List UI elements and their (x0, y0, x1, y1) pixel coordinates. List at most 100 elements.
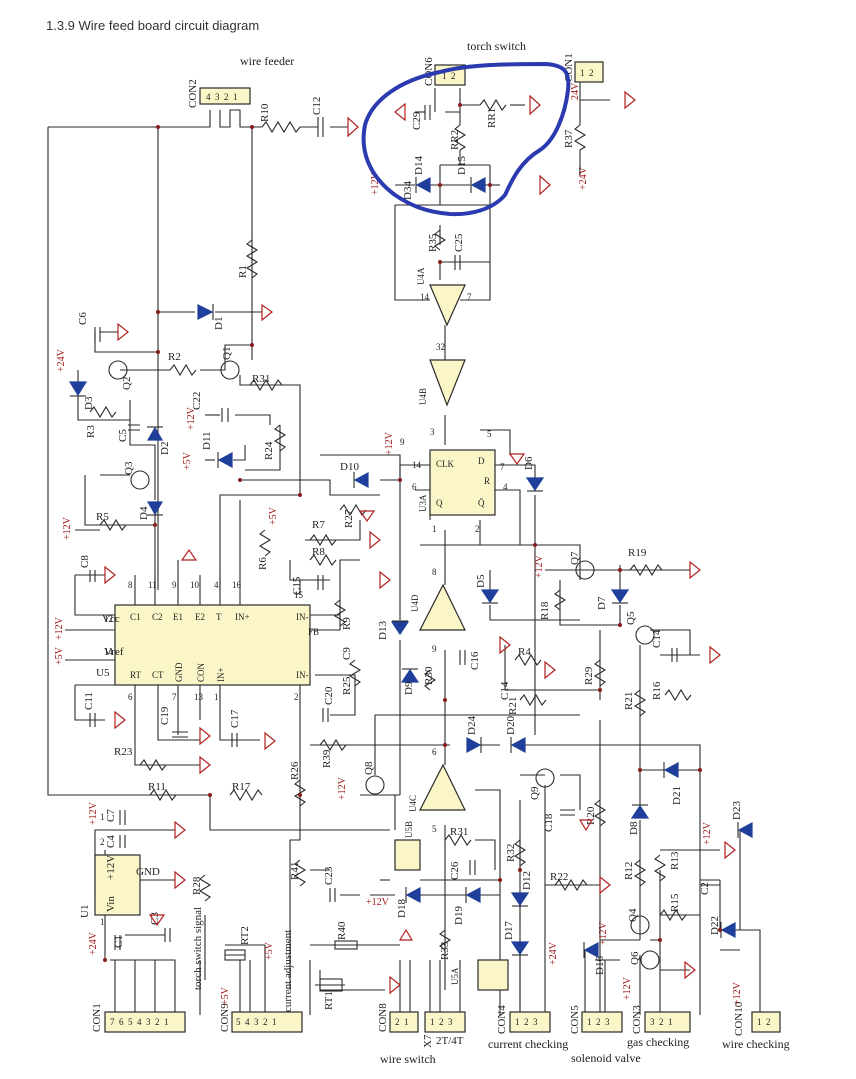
svg-text:D23: D23 (731, 801, 743, 820)
u5-pin-c2: C2 (152, 612, 163, 622)
svg-text:R35: R35 (427, 233, 439, 252)
u5-pin-vref: Vref (104, 646, 124, 658)
power-24v-label-3: +24V (88, 931, 99, 955)
svg-text:1 2: 1 2 (580, 68, 594, 78)
svg-text:C26: C26 (449, 861, 461, 880)
diode-d15: D15 (456, 156, 486, 194)
u5-body (114, 604, 311, 686)
wiring (47, 80, 761, 1015)
capacitors: C12 C6 C5 C22 C8 C11 C19 C17 C15 C20 C16… (77, 97, 720, 950)
svg-text:R23: R23 (114, 746, 133, 758)
svg-text:R22: R22 (550, 871, 568, 883)
svg-text:R37: R37 (563, 129, 575, 148)
svg-text:R21: R21 (507, 697, 519, 715)
con8-label: CON8 (377, 1003, 389, 1032)
u5-pin-vcc: Vcc (102, 613, 120, 625)
transistors: Q1 Q2 Q3 Q4 Q5 Q6 Q7 Q8 Q9 (108, 347, 660, 970)
svg-text:5: 5 (432, 824, 437, 834)
power-12v-label-2: +12V (62, 516, 73, 540)
diode-d24: D24 (466, 716, 482, 754)
diode-d17: D17 (503, 921, 530, 956)
x7-label: X7 (422, 1034, 434, 1048)
u3a-flipflop: U3A CLK D R Q Q̄ (418, 449, 496, 516)
power-12v-label-9: +12V (366, 897, 390, 908)
power-12v-label-4: +12V (384, 431, 395, 455)
svg-text:D7: D7 (596, 596, 608, 610)
u4d-triangle (419, 583, 466, 631)
svg-text:C25: C25 (453, 233, 465, 252)
con5-label: CON5 (569, 1005, 581, 1034)
svg-text:7: 7 (467, 292, 472, 302)
u5-pin-inm-bot: IN- (296, 670, 309, 680)
u3a-label: U3A (418, 494, 428, 512)
svg-text:1 2 3: 1 2 3 (430, 1017, 453, 1027)
svg-text:C5: C5 (117, 429, 129, 442)
svg-text:C4: C4 (105, 835, 117, 848)
svg-text:D6: D6 (523, 456, 535, 470)
svg-text:C6: C6 (77, 312, 89, 325)
x7-body (424, 1011, 466, 1033)
svg-text:D22: D22 (709, 916, 721, 935)
diode-d5: D5 (475, 574, 500, 604)
diode-d8: D8 (628, 804, 650, 835)
svg-text:R32: R32 (505, 844, 517, 862)
svg-text:15: 15 (294, 590, 304, 600)
svg-text:RR2: RR2 (449, 130, 461, 150)
svg-text:R27: R27 (343, 509, 355, 528)
power-12v-label-13: +12V (732, 981, 743, 1005)
svg-text:1: 1 (432, 524, 437, 534)
svg-text:2: 2 (294, 692, 299, 702)
svg-text:2: 2 (100, 837, 105, 847)
u1-pin-out: +12V (105, 855, 117, 880)
svg-text:D14: D14 (413, 156, 425, 175)
con8-body (389, 1011, 419, 1033)
svg-text:D13: D13 (377, 621, 389, 640)
svg-text:Q7: Q7 (569, 551, 581, 565)
power-12v-label-7: +12V (337, 776, 348, 800)
con2-body (199, 87, 251, 105)
u4c-label: U4C (408, 795, 418, 812)
u4a-triangle (429, 284, 466, 327)
pin-numbers: 8 11 9 10 4 16 12 14 6 7 13 1 2 15 14 7 … (100, 292, 508, 927)
power-12v-label-11: +12V (622, 976, 633, 1000)
u5a-label: U5A (450, 967, 460, 985)
diode-d19: D19 (453, 886, 481, 925)
svg-text:7 6 5 4 3 2 1: 7 6 5 4 3 2 1 (110, 1017, 169, 1027)
svg-text:RT2: RT2 (239, 926, 251, 945)
con10-label: CON10 (733, 1001, 745, 1036)
con5-body (581, 1011, 623, 1033)
diode-d11: D11 (201, 431, 233, 469)
svg-text:R26: R26 (289, 761, 301, 780)
svg-text:D24: D24 (466, 716, 478, 735)
u5-pwm-chip: U5 Vcc Vref C1 C2 E1 E2 T IN+ IN- FB RT … (96, 604, 319, 686)
power-12v-label-1: +12V (186, 406, 197, 430)
diode-d16: D16 (583, 941, 606, 975)
svg-text:C20: C20 (323, 686, 335, 705)
svg-text:R6: R6 (257, 557, 269, 570)
svg-text:R31: R31 (252, 373, 270, 385)
svg-text:C14: C14 (499, 681, 511, 700)
svg-text:R24: R24 (263, 441, 275, 460)
caption-torch-switch-signal: torch switch signal (192, 907, 204, 990)
svg-text:R29: R29 (583, 666, 595, 685)
u5b-label: U5B (404, 821, 414, 838)
con3-label: CON3 (631, 1005, 643, 1034)
diode-d6: D6 (523, 456, 545, 492)
svg-text:R31: R31 (450, 826, 468, 838)
svg-text:D20: D20 (505, 716, 517, 735)
u5-pin-inp-top: IN+ (235, 612, 250, 622)
svg-text:D19: D19 (453, 906, 465, 925)
power-labels: +24V +12V +5V +12V +5V +12V +5V +12V +12… (54, 166, 743, 1005)
con1-top-body (574, 61, 604, 83)
svg-text:D1: D1 (213, 317, 225, 330)
svg-text:R7: R7 (312, 519, 325, 531)
svg-text:D12: D12 (521, 871, 533, 890)
svg-text:C22: C22 (191, 392, 203, 410)
svg-text:D8: D8 (628, 821, 640, 835)
svg-text:C2: C2 (699, 882, 711, 895)
svg-text:Q1: Q1 (221, 347, 233, 360)
diode-d13: D13 (377, 620, 410, 640)
caption-gas-checking: gas checking (627, 1035, 689, 1049)
power-12v-label-8: +12V (88, 801, 99, 825)
